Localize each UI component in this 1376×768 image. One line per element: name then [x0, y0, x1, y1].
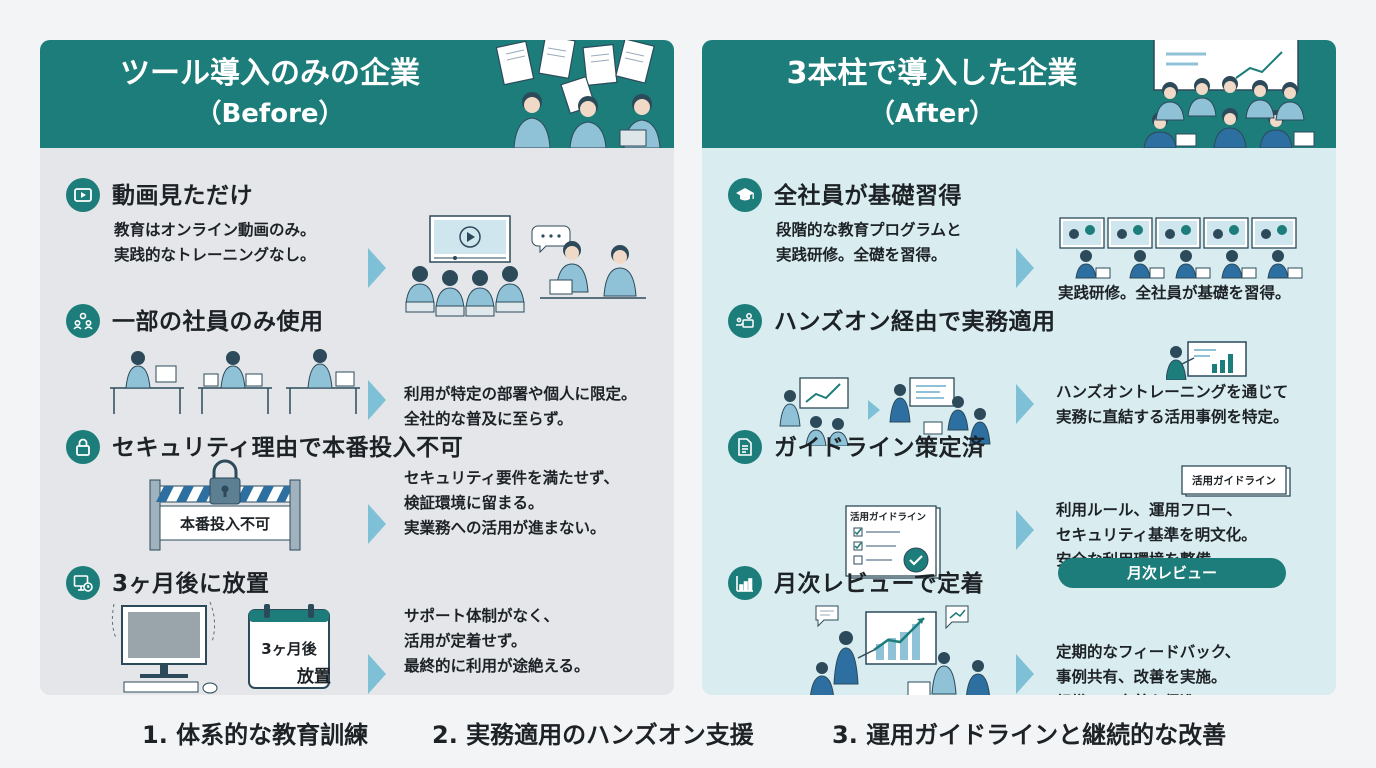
- before-section-desc: 利用が特定の部署や個人に限定。 全社的な普及に至らず。: [404, 385, 637, 428]
- after-section-basics: 全社員が基礎習得 段階的な教育プログラムと 実践研修。全礎を習得。 実践研修。全…: [702, 170, 1336, 302]
- before-subtitle: （Before）: [195, 99, 345, 129]
- guideline-checklist-illustration: 活用ガイドライン: [845, 505, 941, 579]
- graduation-cap-icon: [728, 178, 762, 212]
- after-section-title: 全社員が基礎習得: [774, 183, 962, 209]
- arrow-right-icon: [1016, 384, 1034, 424]
- footer-pillar-2: 2. 実務適用のハンズオン支援: [432, 721, 754, 749]
- before-section-abandoned: 3ヶ月後に放置 サポート体制がなく、 活用が定着せず。 最終的に利用が途絶える。…: [40, 558, 674, 694]
- before-section-title: 3ヶ月後に放置: [112, 571, 270, 597]
- before-section-video: 動画見ただけ 教育はオンライン動画のみ。 実践的なトレーニングなし。: [40, 170, 674, 317]
- before-section-title: 一部の社員のみ使用: [112, 309, 324, 335]
- stressed-workers-illustration: [495, 40, 661, 148]
- dusty-computer-illustration: [111, 601, 218, 694]
- before-section-partial-use: 一部の社員のみ使用 利用が特定の部署や個人に限定。 全社的な普及に至らず。: [40, 296, 674, 428]
- handson-workshop-illustration: [779, 377, 991, 446]
- calendar-icon: 3ヶ月後 放置: [248, 604, 331, 689]
- guideline-label-back: 活用ガイドライン: [1192, 474, 1276, 487]
- after-section-monthly-review: 月次レビューで定着 定期的なフィードバック、 事例共有、改善を実施。 組織への定…: [702, 558, 1336, 695]
- arrow-right-icon: [1016, 654, 1034, 694]
- after-section-title: 月次レビューで定着: [774, 571, 985, 597]
- before-section-desc: 教育はオンライン動画のみ。 実践的なトレーニングなし。: [114, 221, 316, 264]
- hands-on-icon: [728, 304, 762, 338]
- guideline-document-back: 活用ガイドライン: [1181, 465, 1291, 497]
- after-section-desc: 段階的な教育プログラムと 実践研修。全礎を習得。: [776, 221, 962, 264]
- after-section-desc: ハンズオントレーニングを通じて 実務に直結する活用事例を特定。: [1056, 383, 1289, 426]
- after-section-handson: ハンズオン経由で実務適用 ハンズオントレーニングを通じて 実務に直結する活用事例…: [702, 296, 1336, 446]
- arrow-right-icon: [1016, 248, 1034, 288]
- guideline-label-front: 活用ガイドライン: [850, 511, 926, 523]
- after-header: 3本柱で導入した企業 （After）: [702, 40, 1336, 148]
- calendar-line2: 放置: [296, 666, 331, 687]
- document-icon: [728, 430, 762, 464]
- after-title: 3本柱で導入した企業: [786, 56, 1078, 91]
- people-group-icon: [66, 304, 100, 338]
- after-subtitle: （After）: [868, 99, 996, 129]
- after-section-title: ガイドライン策定済: [774, 435, 986, 461]
- footer-pillar-3: 3. 運用ガイドラインと継続的な改善: [832, 721, 1227, 749]
- before-title: ツール導入のみの企業: [120, 56, 420, 91]
- before-section-desc: セキュリティ要件を満たせず、 検証環境に留まる。 実業務への活用が進まない。: [404, 469, 619, 537]
- video-lecture-illustration: [405, 215, 646, 317]
- calendar-line1: 3ヶ月後: [261, 640, 317, 658]
- monitor-clock-icon: [66, 566, 100, 600]
- before-section-desc: サポート体制がなく、 活用が定着せず。 最終的に利用が途絶える。: [404, 607, 590, 675]
- before-section-title: 動画見ただけ: [112, 183, 253, 209]
- isolated-desks-illustration: [110, 349, 360, 414]
- monthly-review-badge: 月次レビュー: [1058, 558, 1286, 588]
- before-section-title: セキュリティ理由で本番投入不可: [112, 435, 464, 461]
- before-panel: ツール導入のみの企業 （Before）: [40, 40, 674, 695]
- bar-chart-icon: [728, 566, 762, 600]
- after-section-title: ハンズオン経由で実務適用: [774, 309, 1056, 335]
- after-section-desc: 定期的なフィードバック、 事例共有、改善を実施。 組織への定着を促進。: [1056, 643, 1241, 695]
- presenter-chart-icon: [1166, 341, 1247, 380]
- arrow-right-icon: [368, 248, 386, 288]
- footer-pillar-1: 1. 体系的な教育訓練: [142, 721, 369, 749]
- video-play-icon: [66, 178, 100, 212]
- team-meeting-illustration: [1143, 40, 1315, 148]
- after-section-desc-2: 実践研修。全社員が基礎を習得。: [1058, 284, 1291, 302]
- arrow-right-icon: [368, 380, 386, 420]
- arrow-right-icon: [368, 504, 386, 544]
- after-panel: 3本柱で導入した企業 （After） 全社員が基礎習得 段階的な教育プログラムと…: [702, 40, 1336, 695]
- barrier-label: 本番投入不可: [180, 515, 270, 533]
- online-training-illustration: [1059, 217, 1303, 279]
- before-section-security: セキュリティ理由で本番投入不可 セキュリティ要件を満たせず、 検証環境に留まる。…: [40, 422, 674, 552]
- locked-barrier-illustration: 本番投入不可: [149, 459, 301, 551]
- before-header: ツール導入のみの企業 （Before）: [40, 40, 674, 148]
- padlock-icon: [66, 430, 100, 464]
- after-section-guidelines: ガイドライン策定済 活用ガイドライン 活用ガイドライン 利用ルール、運用フロー、…: [702, 422, 1336, 579]
- arrow-right-icon: [1016, 510, 1034, 550]
- arrow-right-icon: [368, 654, 386, 694]
- review-meeting-illustration: [810, 605, 990, 695]
